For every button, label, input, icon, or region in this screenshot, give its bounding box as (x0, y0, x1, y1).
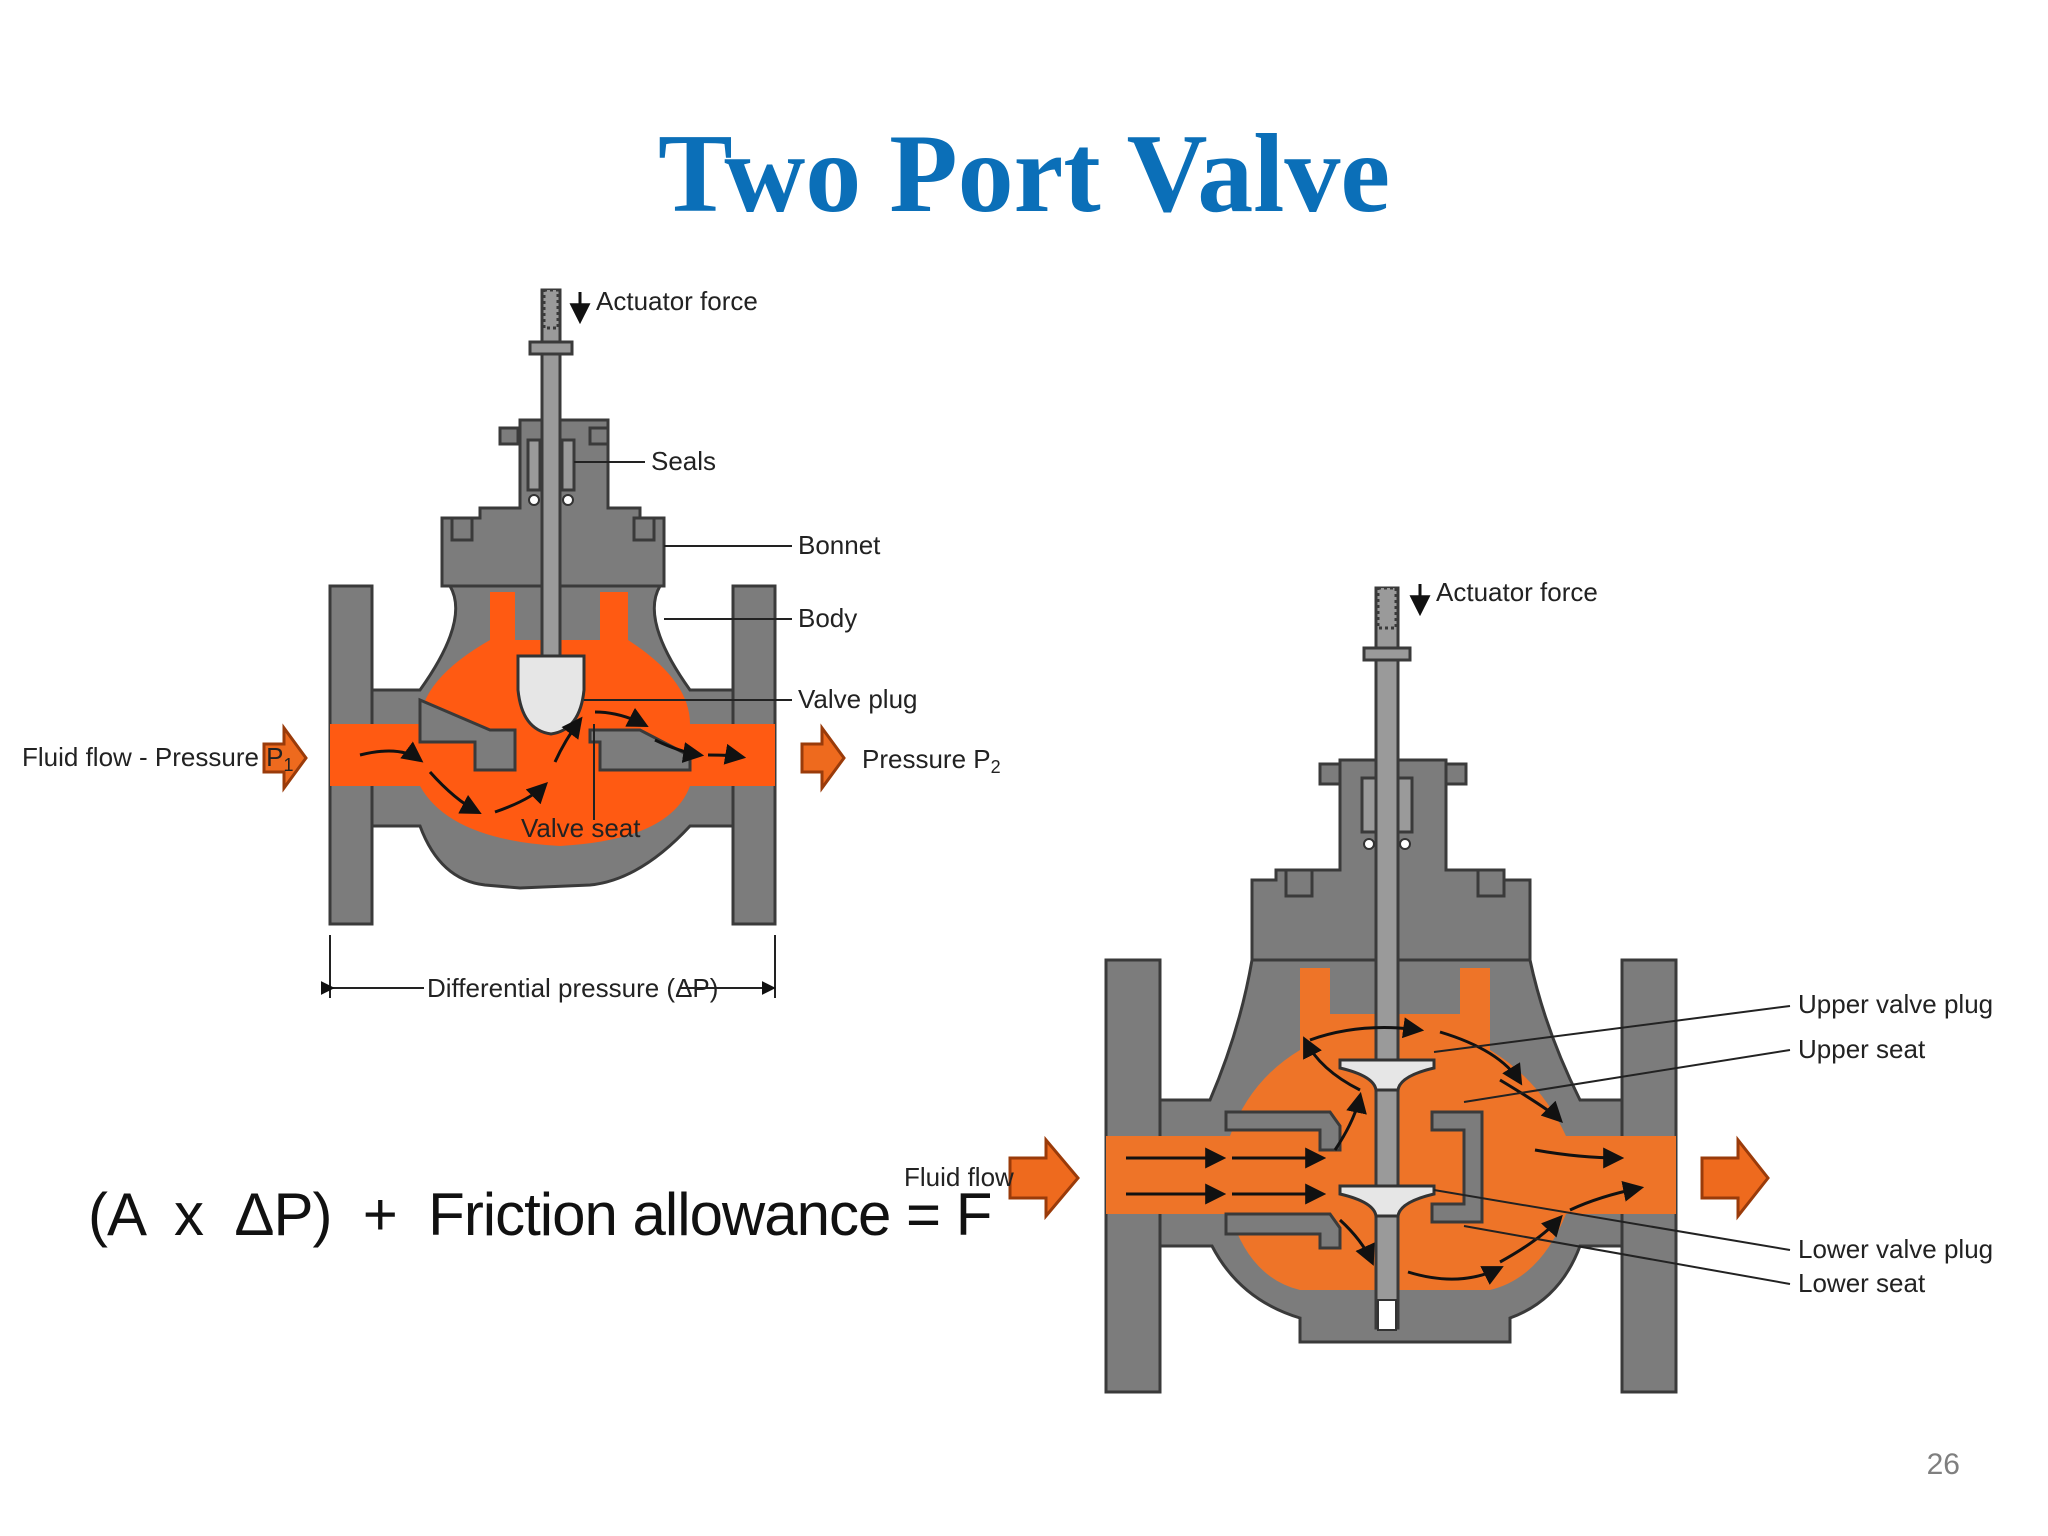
double-seat-valve-diagram: Actuator force Fluid flow Upper valve pl… (904, 577, 1993, 1394)
right-actuator-force-label: Actuator force (1436, 577, 1598, 607)
outlet-baffle (588, 728, 692, 772)
right-outlet-arrow (1700, 1135, 1770, 1221)
right-bonnet-bolt (1318, 762, 1342, 786)
flow-arrow (1439, 1030, 1523, 1086)
single-seat-valve-diagram: Actuator force Seals Bonnet Body Valve p… (22, 286, 1001, 1003)
bonnet-label: Bonnet (798, 530, 881, 560)
force-formula: (A x ΔP) + Friction allowance = F (88, 1181, 992, 1248)
bonnet-nut (450, 516, 474, 542)
right-bonnet-nut (1476, 868, 1506, 898)
flow-arrow (1309, 1017, 1425, 1042)
inlet-baffle (418, 697, 517, 772)
upper-seat-label: Upper seat (1798, 1034, 1926, 1064)
lower-valve-plug-leader (1433, 1189, 1791, 1251)
valve-seat-label: Valve seat (521, 813, 641, 843)
slide-title: Two Port Valve (657, 112, 1391, 236)
upper-valve-plug-leader (1433, 1005, 1791, 1053)
flow-arrow (494, 782, 548, 814)
valve-plug-label: Valve plug (798, 684, 918, 714)
right-seal (1360, 776, 1378, 834)
flow-arrow (1303, 1036, 1361, 1092)
right-seal-ring (1399, 838, 1411, 850)
upper-valve-plug-label: Upper valve plug (1798, 989, 1993, 1019)
upper-seat-wall-left (1224, 1110, 1342, 1152)
valve-plug (516, 654, 586, 736)
flow-arrow (1338, 1218, 1375, 1266)
flow-arrow (1407, 1266, 1504, 1285)
right-threaded-stem-end (1376, 586, 1398, 630)
lower-valve-plug-label: Lower valve plug (1798, 1234, 1993, 1264)
seal (560, 438, 576, 492)
flow-arrow (553, 716, 583, 763)
flow-arrow (1499, 1078, 1563, 1123)
seal-ring (528, 494, 540, 506)
stem-guide (1377, 1299, 1397, 1331)
flow-arrow (654, 738, 705, 763)
body-label: Body (798, 603, 857, 633)
right-inlet-arrow (1008, 1135, 1080, 1221)
bonnet-bolt (498, 426, 520, 446)
fluid-flow-label: Fluid flow (904, 1162, 1014, 1192)
lower-seat-label: Lower seat (1798, 1268, 1926, 1298)
differential-pressure-label: Differential pressure (ΔP) (427, 973, 718, 1003)
flow-arrow (1534, 1147, 1625, 1169)
flow-arrow (1333, 1091, 1367, 1151)
seal (526, 438, 542, 492)
right-seal-ring (1363, 838, 1375, 850)
seat-divider (1430, 1110, 1484, 1224)
outlet-label: Pressure P2 (862, 744, 1001, 777)
flow-arrow (1569, 1181, 1645, 1212)
lower-valve-plug (1338, 1184, 1436, 1218)
right-bonnet-nut (1284, 868, 1314, 898)
flow-arrow (594, 707, 649, 727)
threaded-stem-end (542, 288, 560, 330)
inlet-arrow (262, 723, 308, 793)
seals-label: Seals (651, 446, 716, 476)
bonnet-bolt (588, 426, 610, 446)
lower-seat-leader (1463, 1225, 1791, 1285)
right-stem-nut (1362, 646, 1412, 662)
flow-arrow (707, 743, 747, 765)
right-bonnet-bolt (1444, 762, 1468, 786)
stem-nut (528, 340, 574, 356)
actuator-force-label: Actuator force (596, 286, 758, 316)
right-seal (1396, 776, 1414, 834)
flow-arrow (1499, 1214, 1563, 1264)
upper-seat-leader (1463, 1049, 1791, 1103)
flow-arrow (359, 741, 424, 763)
page-number: 26 (1926, 1448, 1960, 1481)
upper-valve-plug (1338, 1058, 1436, 1092)
lower-seat-wall-left (1224, 1212, 1342, 1250)
bonnet-nut (632, 516, 656, 542)
flow-arrow (428, 771, 482, 814)
outlet-arrow (800, 723, 846, 793)
inlet-label: Fluid flow - Pressure P1 (22, 742, 294, 775)
seal-ring (562, 494, 574, 506)
